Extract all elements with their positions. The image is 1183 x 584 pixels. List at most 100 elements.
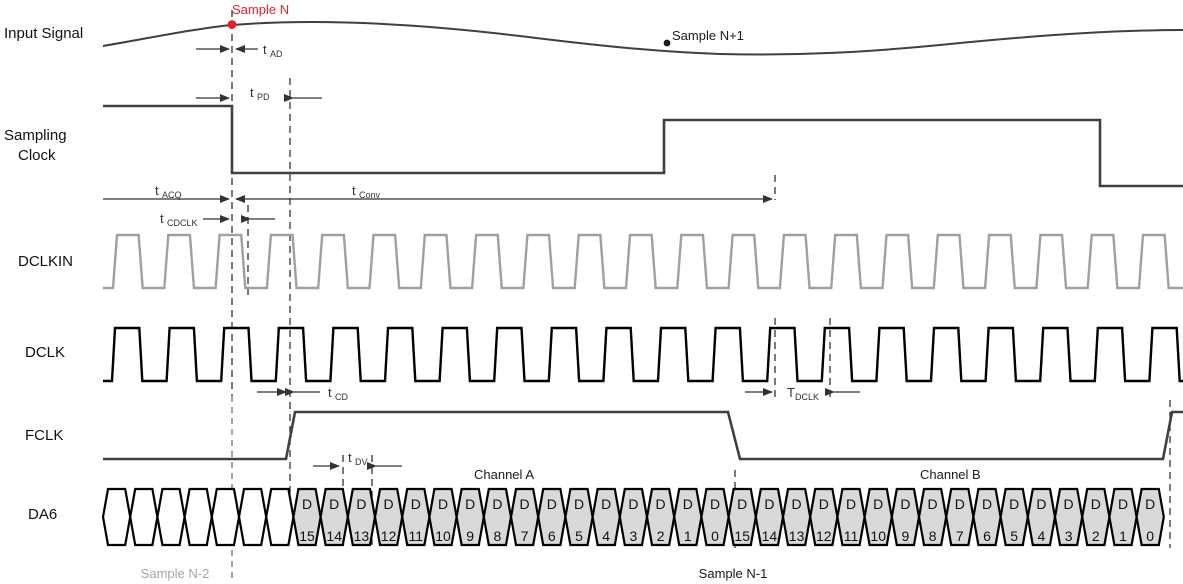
- da6-cell-bit-number: 7: [956, 528, 964, 544]
- da6-cell-bit-number: 2: [657, 528, 665, 544]
- da6-cell-bit-number: 2: [1092, 528, 1100, 544]
- t-ad-base: t: [263, 42, 267, 57]
- da6-cell: [591, 487, 621, 547]
- label-da6: DA6: [28, 506, 57, 523]
- channel-b-label: Channel B: [920, 467, 981, 482]
- da6-cell-bit-number: 10: [435, 528, 451, 544]
- sample-n-label: Sample N: [232, 2, 289, 17]
- measure-t-dclk: T DCLK: [745, 385, 860, 402]
- measure-t-cd: t CD: [257, 385, 348, 402]
- da6-cell: [917, 487, 948, 547]
- sample-n-minus-1-label: Sample N-1: [699, 566, 768, 581]
- da6-cell-bit-letter: D: [356, 496, 366, 512]
- da6-cell: [754, 487, 785, 547]
- da6-cell: [265, 487, 295, 547]
- t-dv-base: t: [348, 450, 352, 465]
- da6-cell-bit-number: 8: [494, 528, 502, 544]
- da6-cell: [972, 487, 1002, 547]
- t-cdclk-base: t: [160, 211, 164, 226]
- da6-cell: [1026, 487, 1057, 547]
- da6-cell: [210, 487, 241, 547]
- da6-cell: [1135, 487, 1165, 547]
- dclkin-waveform: [103, 233, 1183, 290]
- t-dv-sub: DV: [355, 457, 368, 467]
- da6-cell-bit-number: 3: [630, 528, 638, 544]
- measure-t-conv: t Conv: [235, 183, 773, 203]
- da6-cell-bit-letter: D: [710, 496, 720, 512]
- da6-cell-bit-letter: D: [520, 496, 530, 512]
- da6-cell-bit-letter: D: [574, 496, 584, 512]
- da6-cell-bit-number: 4: [1038, 528, 1046, 544]
- da6-cell: [537, 487, 567, 547]
- da6-cell-bit-number: 8: [929, 528, 937, 544]
- da6-cell: [428, 487, 458, 547]
- da6-cell-bit-number: 1: [684, 528, 692, 544]
- sample-n-plus-1-label: Sample N+1: [672, 28, 744, 43]
- da6-cell-bit-letter: D: [1118, 496, 1128, 512]
- da6-cell-bit-letter: D: [438, 496, 448, 512]
- t-ad-sub: AD: [270, 49, 283, 59]
- label-dclkin: DCLKIN: [18, 253, 73, 270]
- label-input-signal: Input Signal: [4, 25, 83, 42]
- t-pd-base: t: [250, 85, 254, 100]
- da6-cell-bit-letter: D: [302, 496, 312, 512]
- t-conv-sub: Conv: [359, 190, 381, 200]
- da6-cell: [618, 487, 649, 547]
- da6-cell-bit-number: 5: [1010, 528, 1018, 544]
- da6-cell-bit-number: 14: [326, 528, 342, 544]
- sample-n-marker-dot: [227, 20, 237, 29]
- da6-cell-bit-letter: D: [955, 496, 965, 512]
- da6-cell: [1081, 487, 1111, 547]
- da6-cell-bit-letter: D: [329, 496, 339, 512]
- da6-cell: [237, 487, 268, 547]
- da6-cell: [129, 487, 159, 547]
- da6-cell-bit-number: 6: [983, 528, 991, 544]
- da6-cell-bit-number: 10: [870, 528, 886, 544]
- t-dclk-base: T: [787, 385, 795, 400]
- da6-cell: [890, 487, 921, 547]
- da6-cell-bit-letter: D: [737, 496, 747, 512]
- da6-cell-bit-letter: D: [384, 496, 394, 512]
- t-cdclk-sub: CDCLK: [167, 218, 198, 228]
- da6-cell-bit-number: 9: [466, 528, 474, 544]
- da6-cell: [1108, 487, 1138, 547]
- da6-cell-bit-letter: D: [1091, 496, 1101, 512]
- label-sampling-clock-line2: Clock: [18, 147, 56, 164]
- t-cd-base: t: [328, 385, 332, 400]
- da6-cell-bit-letter: D: [547, 496, 557, 512]
- da6-cell-bit-letter: D: [465, 496, 475, 512]
- da6-cell-bit-number: 1: [1119, 528, 1127, 544]
- da6-cell: [673, 487, 703, 547]
- da6-cell-bit-letter: D: [982, 496, 992, 512]
- da6-cell: [509, 487, 540, 547]
- da6-cell-bit-number: 5: [575, 528, 583, 544]
- da6-cell-bit-number: 15: [299, 528, 315, 544]
- da6-cell-bit-letter: D: [1036, 496, 1046, 512]
- sample-n-plus-1-marker-dot: [663, 39, 671, 47]
- measure-t-dv: t DV: [313, 450, 402, 470]
- da6-cell: [373, 487, 404, 547]
- da6-cell-bit-number: 3: [1065, 528, 1073, 544]
- measure-t-cdclk: t CDCLK: [160, 211, 275, 228]
- sampling-clock-waveform: [103, 104, 1183, 188]
- da6-cell-bit-letter: D: [683, 496, 693, 512]
- measure-t-ad: t AD: [196, 42, 283, 59]
- da6-cell-bit-letter: D: [1009, 496, 1019, 512]
- da6-cell-bit-number: 9: [902, 528, 910, 544]
- da6-cell-bit-letter: D: [492, 496, 502, 512]
- dclk-waveform: [103, 326, 1183, 383]
- da6-cell: [809, 487, 839, 547]
- da6-cell-bit-letter: D: [928, 496, 938, 512]
- da6-cell: [482, 487, 513, 547]
- da6-cell: [101, 487, 132, 547]
- da6-cell: [999, 487, 1029, 547]
- da6-cell: [319, 487, 349, 547]
- da6-cell-bit-letter: D: [656, 496, 666, 512]
- t-cd-sub: CD: [335, 392, 348, 402]
- da6-data-bus: D15D14D13D12D11D10D9D8D7D6D5D4D3D2D1D0D1…: [101, 487, 1165, 547]
- da6-cell-bit-number: 15: [734, 528, 750, 544]
- t-conv-base: t: [352, 183, 356, 198]
- t-acq-base: t: [155, 183, 159, 198]
